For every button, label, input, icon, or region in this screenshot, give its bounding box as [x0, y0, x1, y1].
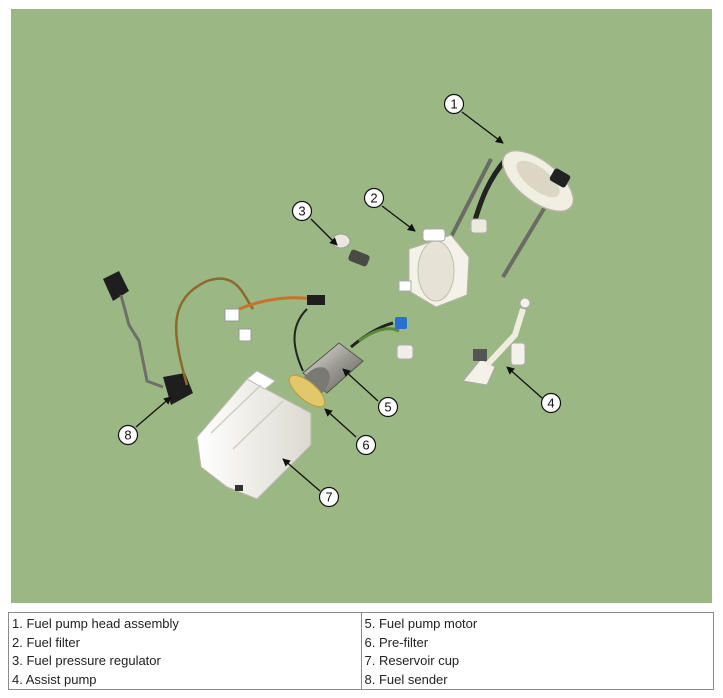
- fuel-pressure-regulator: [331, 233, 370, 267]
- leader-3: [310, 218, 338, 246]
- leader-4: [506, 366, 543, 399]
- legend-item: 2. Fuel filter: [12, 634, 80, 650]
- fuel-pump-exploded-view: 1 2 3 4 5 6 7 8: [103, 93, 575, 508]
- legend-item: 3. Fuel pressure regulator: [12, 653, 161, 668]
- svg-text:2: 2: [370, 191, 377, 206]
- legend-item: 6. Pre-filter: [364, 634, 429, 650]
- assist-pump: [462, 297, 531, 386]
- svg-text:7: 7: [325, 490, 332, 505]
- callout-7: 7: [318, 486, 340, 508]
- leader-1: [461, 111, 504, 144]
- callout-3: 3: [291, 200, 313, 222]
- legend-column-right: 5. Fuel pump motor 6. Pre-filter 7. Rese…: [360, 612, 714, 690]
- leader-5: [342, 368, 379, 402]
- fuel-filter: [398, 228, 470, 308]
- callout-leaders: [135, 111, 543, 492]
- parts-legend-table: 1. Fuel pump head assembly 2. Fuel filte…: [8, 612, 714, 690]
- legend-item: 5. Fuel pump motor: [364, 616, 478, 631]
- callout-4: 4: [540, 392, 562, 414]
- reservoir-cup: [196, 370, 312, 500]
- callout-6: 6: [355, 434, 377, 456]
- legend-item: 7. Reservoir cup: [364, 653, 460, 668]
- svg-text:5: 5: [384, 400, 391, 415]
- fuel-sender: [103, 271, 325, 405]
- pre-filter: [288, 374, 326, 408]
- fuel-pump-head-assembly: [447, 149, 575, 279]
- callout-8: 8: [117, 424, 139, 446]
- leader-6: [324, 408, 357, 438]
- legend-item: 4. Assist pump: [12, 671, 97, 687]
- legend-item: 8. Fuel sender: [364, 671, 448, 687]
- leader-2: [381, 205, 416, 232]
- exploded-diagram: 1 2 3 4 5 6 7 8: [11, 9, 712, 603]
- legend-column-left: 1. Fuel pump head assembly 2. Fuel filte…: [8, 612, 362, 690]
- svg-text:8: 8: [124, 428, 131, 443]
- svg-text:6: 6: [362, 438, 369, 453]
- svg-text:3: 3: [298, 204, 305, 219]
- callout-2: 2: [363, 187, 385, 209]
- legend-item: 1. Fuel pump head assembly: [12, 616, 179, 631]
- callout-1: 1: [443, 93, 465, 115]
- svg-text:4: 4: [547, 396, 554, 411]
- leader-8: [135, 396, 172, 428]
- callout-5: 5: [377, 396, 399, 418]
- svg-text:1: 1: [450, 97, 457, 112]
- leader-7: [282, 458, 321, 492]
